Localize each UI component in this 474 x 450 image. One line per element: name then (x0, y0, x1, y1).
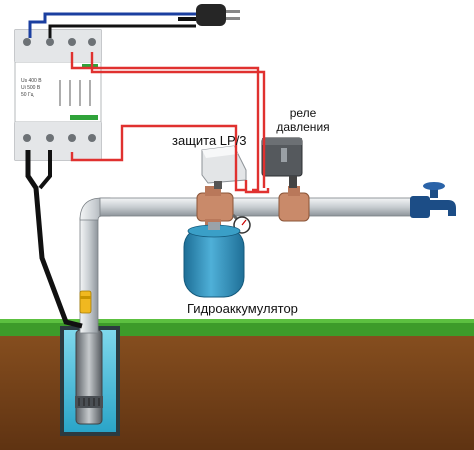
faucet-icon (410, 182, 456, 218)
phase-wires (70, 52, 270, 194)
plug-icon (196, 4, 240, 26)
pressure-switch-label-line2: давления (276, 120, 330, 134)
main-pipe (99, 197, 416, 217)
pump-power-cable (25, 150, 83, 329)
pressure-gauge-icon (231, 213, 251, 234)
breaker-rating-1: Us 400 В (21, 78, 42, 84)
pressure-switch-label: реле давления (271, 106, 335, 134)
pressure-switch-label-line1: реле (289, 106, 317, 120)
cable-coupling (79, 290, 92, 314)
neutral-wire (28, 12, 196, 38)
hydro-accumulator (183, 222, 245, 298)
pump-power-cable-branch (38, 150, 52, 190)
accumulator-label: Гидроаккумулятор (187, 301, 298, 316)
circuit-breaker-icon (14, 29, 102, 161)
protection-relay (201, 145, 247, 189)
submersible-pump (75, 329, 103, 425)
breaker-rating-3: 50 Гц (21, 92, 34, 98)
breaker-rating-2: Ui 500 В (21, 85, 41, 91)
mains-cable (48, 24, 196, 38)
pressure-switch (261, 137, 303, 188)
protection-relay-label: защита LP/3 (172, 133, 247, 148)
